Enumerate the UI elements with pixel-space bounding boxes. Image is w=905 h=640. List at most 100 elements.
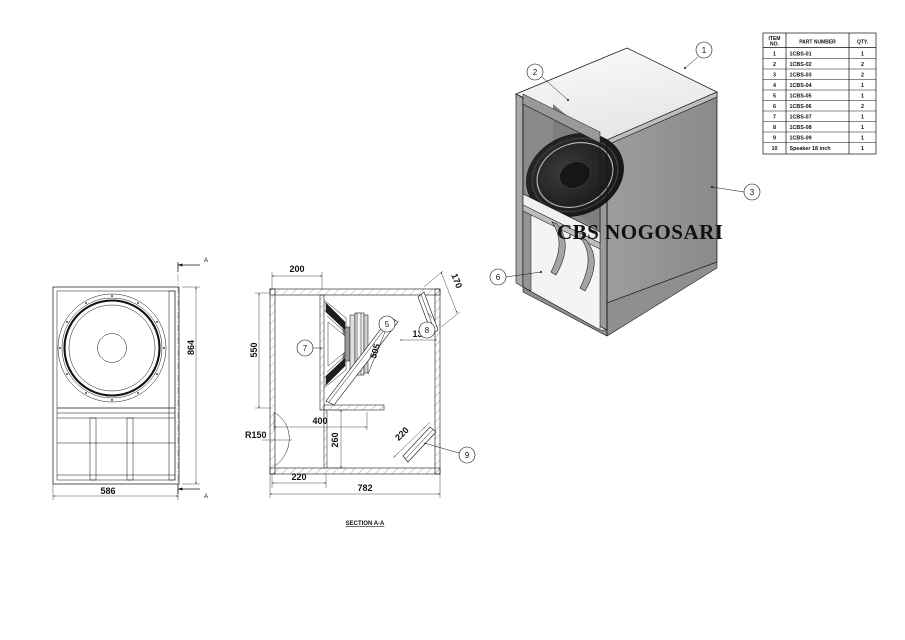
dimension-label: 864 (186, 340, 196, 355)
bom-part: 1CBS-04 (790, 83, 812, 89)
speaker-driver-18inch (526, 133, 624, 217)
bom-item: 6 (773, 104, 776, 110)
balloon-callout-2: 2 (526, 63, 569, 101)
dimension-label: 782 (357, 483, 372, 493)
section-view-label: SECTION A-A (346, 521, 385, 527)
section-left-wall (269, 288, 276, 475)
dimension-label: 550 (249, 342, 259, 357)
dimension-r150: R150 (245, 430, 267, 440)
bom-header-qty: QTY. (857, 40, 869, 46)
balloon-callout-3: 3 (711, 183, 761, 201)
dimension-200: 200 (271, 264, 323, 289)
dimension-label: 505 (368, 342, 382, 359)
section-mark-bottom: A (204, 494, 208, 500)
table-row: 2 1CBS-02 2 (773, 62, 864, 68)
front-view-driver (57, 293, 167, 403)
balloon-label: 1 (702, 46, 707, 55)
dimension-260: 260 (330, 409, 345, 469)
dimension-label: 400 (312, 416, 327, 426)
bom-qty: 1 (861, 125, 864, 131)
section-top-wall (269, 288, 441, 296)
section-view: 200 550 170 136 505 (245, 264, 476, 527)
bom-item: 5 (773, 93, 776, 99)
bom-item: 3 (773, 72, 776, 78)
balloon-label: 3 (750, 188, 755, 197)
dimension-label: 220 (393, 425, 411, 443)
balloon-label: 5 (385, 320, 390, 329)
section-vertical-divider (323, 409, 328, 469)
front-view-side-thickness (168, 290, 176, 481)
cabinet-port-left-wall (522, 210, 532, 292)
bom-table: ITEM NO. PART NUMBER QTY. 1 1CBS-01 1 2 … (762, 32, 877, 155)
balloon-callout-7: 7 (296, 339, 323, 357)
table-row: 3 1CBS-03 2 (773, 72, 864, 78)
front-view: A A 864 586 (52, 258, 208, 500)
bom-item: 9 (773, 135, 776, 141)
section-mark-top: A (204, 258, 208, 264)
dimension-label: R150 (245, 430, 267, 440)
bom-part: Speaker 18 inch (790, 146, 831, 152)
dimension-400: 400 (273, 412, 368, 430)
table-row: 4 1CBS-04 1 (773, 83, 864, 89)
bom-qty: 1 (861, 135, 864, 141)
bom-qty: 2 (861, 62, 864, 68)
brand-logo-text: CBS NOGOSARI (557, 220, 723, 244)
dimension-505: 505 (368, 342, 382, 359)
bom-qty: 1 (861, 114, 864, 120)
balloon-label: 6 (496, 273, 501, 282)
cabinet-left-panel-edge (515, 93, 524, 288)
bom-part: 1CBS-03 (790, 72, 812, 78)
dimension-label: 220 (291, 472, 306, 482)
bom-part: 1CBS-09 (790, 135, 812, 141)
bom-header-part: PART NUMBER (799, 40, 836, 46)
bom-part: 1CBS-01 (790, 51, 812, 57)
dimension-width-586: 586 (52, 484, 179, 500)
bom-item: 10 (772, 146, 778, 152)
bom-header-item-l1: ITEM (769, 36, 781, 42)
dimension-label: 586 (100, 486, 115, 496)
balloon-callout-1: 1 (684, 41, 713, 69)
bom-part: 1CBS-02 (790, 62, 812, 68)
balloon-label: 8 (425, 326, 430, 335)
bom-item: 8 (773, 125, 776, 131)
bom-part: 1CBS-07 (790, 114, 812, 120)
balloon-callout-6: 6 (489, 268, 542, 286)
table-row: 8 1CBS-08 1 (773, 125, 864, 131)
section-arrow-top: A (177, 258, 208, 272)
cabinet-bottom-edge (522, 261, 718, 337)
bom-part: 1CBS-08 (790, 125, 812, 131)
dimension-label: 170 (449, 272, 464, 290)
dimension-550: 550 (249, 292, 270, 409)
section-arrow-bottom: A (177, 484, 208, 500)
bom-item: 1 (773, 51, 776, 57)
balloon-label: 9 (465, 451, 470, 460)
dimension-782: 782 (269, 474, 441, 498)
front-view-port-grid (57, 407, 175, 481)
bom-part: 1CBS-06 (790, 104, 812, 110)
bom-part: 1CBS-05 (790, 93, 812, 99)
dimension-height-864: 864 (182, 286, 200, 485)
section-angled-port-panel-5 (325, 316, 399, 406)
bom-qty: 2 (861, 104, 864, 110)
table-row: 10 Speaker 18 inch 1 (772, 146, 865, 152)
table-row: 6 1CBS-06 2 (773, 104, 864, 110)
bom-qty: 1 (861, 93, 864, 99)
bom-qty: 2 (861, 72, 864, 78)
table-row: 7 1CBS-07 1 (773, 114, 864, 120)
section-r150-curve (274, 412, 290, 467)
section-right-wall (434, 288, 441, 475)
table-row: 5 1CBS-05 1 (773, 93, 864, 99)
isometric-cabinet-view: CBS NOGOSARI 1 2 3 6 (489, 41, 761, 337)
balloon-callout-5: 5 (367, 315, 396, 375)
table-row: 9 1CBS-09 1 (773, 135, 864, 141)
dimension-label: 200 (289, 264, 304, 274)
section-internal-baffle (319, 294, 325, 411)
balloon-callout-9: 9 (423, 442, 476, 464)
bom-item: 4 (773, 83, 776, 89)
dimension-220-bottom: 220 (271, 472, 327, 488)
bom-item: 2 (773, 62, 776, 68)
port-divider-vane-1 (550, 221, 566, 276)
dimension-label: 260 (330, 432, 340, 447)
balloon-label: 7 (303, 344, 308, 353)
